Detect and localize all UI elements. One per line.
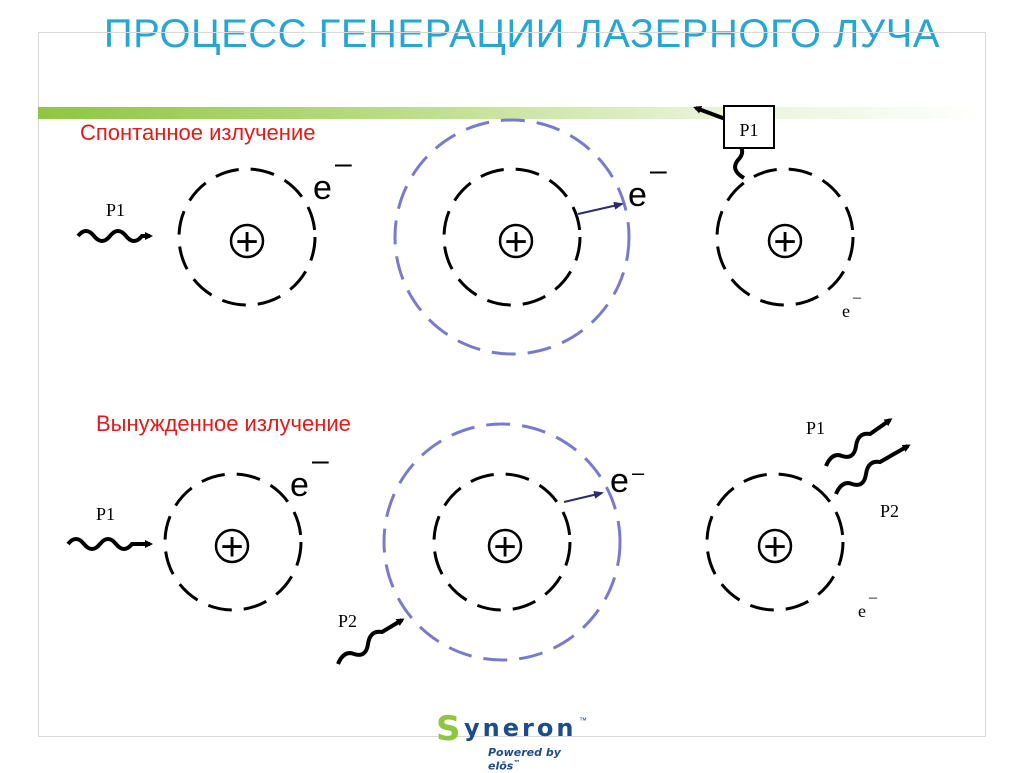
electron-jump-arrow <box>577 201 624 215</box>
nucleus-plus: + <box>763 525 786 569</box>
nucleus-ring <box>229 223 265 259</box>
photon-p1-emitted: P1 <box>806 418 893 467</box>
section-label-stimulated: Вынужденное излучение <box>96 411 351 436</box>
electron-label: e <box>858 601 866 621</box>
nucleus-ring <box>487 528 523 564</box>
electron-charge: – <box>632 460 645 485</box>
electron-charge: – <box>335 147 352 180</box>
electron-label: e <box>842 301 850 321</box>
photon-p1-emitted: P1 <box>693 105 775 180</box>
electron-charge: – <box>868 589 878 606</box>
slide-title: ПРОЦЕСС ГЕНЕРАЦИИ ЛАЗЕРНОГО ЛУЧА <box>103 12 941 56</box>
nucleus-plus: + <box>235 220 258 264</box>
nucleus-ring <box>214 528 250 564</box>
orbit-inner <box>705 472 845 612</box>
atom-4-ground-state: + e – <box>163 444 329 612</box>
logo-trademark: ™ <box>579 716 587 725</box>
orbit-inner <box>163 472 303 612</box>
nucleus-plus: + <box>493 525 516 569</box>
atom-5-excited-state: + e – <box>382 422 645 662</box>
photon-label: P1 <box>96 504 115 524</box>
content-frame <box>38 32 986 737</box>
logo-wordmark: yneron <box>464 714 577 742</box>
photon-label: P1 <box>106 200 125 220</box>
photon-label: P1 <box>806 418 825 438</box>
nucleus-ring <box>767 223 803 259</box>
electron-charge: – <box>312 444 329 477</box>
logo-s-mark: S <box>436 709 461 749</box>
orbit-outer-excited <box>382 422 622 662</box>
orbit-inner <box>432 472 572 612</box>
section-label-spontaneous: Спонтанное излучение <box>80 120 316 145</box>
nucleus-ring <box>757 528 793 564</box>
orbit-inner <box>442 167 582 307</box>
electron-label: e <box>290 466 309 504</box>
atom-1-ground-state: + e – <box>177 147 352 307</box>
photon-label-box <box>723 105 775 149</box>
electron-charge: – <box>650 154 667 187</box>
photon-p2-emitted: P2 <box>834 444 911 521</box>
nucleus-ring <box>498 223 534 259</box>
photon-label: P2 <box>338 611 357 631</box>
photon-label: P2 <box>880 501 899 521</box>
photon-wave <box>336 618 405 665</box>
nucleus-plus: + <box>773 220 796 264</box>
photon-wave <box>66 537 153 551</box>
electron-charge: – <box>852 289 862 306</box>
electron-label: e <box>610 462 629 500</box>
atom-2-excited-state: + e – <box>393 118 667 356</box>
photon-label: P1 <box>739 120 758 140</box>
atom-6-after-emission: + e – <box>705 472 878 621</box>
orbit-outer-excited <box>393 118 631 356</box>
nucleus-plus: + <box>504 220 527 264</box>
photon-p2-incoming: P2 <box>336 611 405 665</box>
orbit-inner <box>715 167 855 307</box>
photon-p1-incoming: P1 <box>76 200 153 243</box>
photon-wave <box>76 229 153 243</box>
syneron-logo: S yneron ™ Powered by elōs™ <box>436 709 596 773</box>
atom-3-after-emission: + e – <box>715 167 862 321</box>
nucleus-plus: + <box>220 525 243 569</box>
photon-wave <box>834 444 911 495</box>
electron-jump-arrow <box>563 490 604 503</box>
photon-p1-incoming: P1 <box>66 504 153 551</box>
photon-wave <box>824 418 893 467</box>
logo-tagline: Powered by elōs™ <box>488 746 561 773</box>
electron-label: e <box>313 169 332 207</box>
orbit-inner <box>177 167 317 307</box>
electron-label: e <box>628 176 647 214</box>
